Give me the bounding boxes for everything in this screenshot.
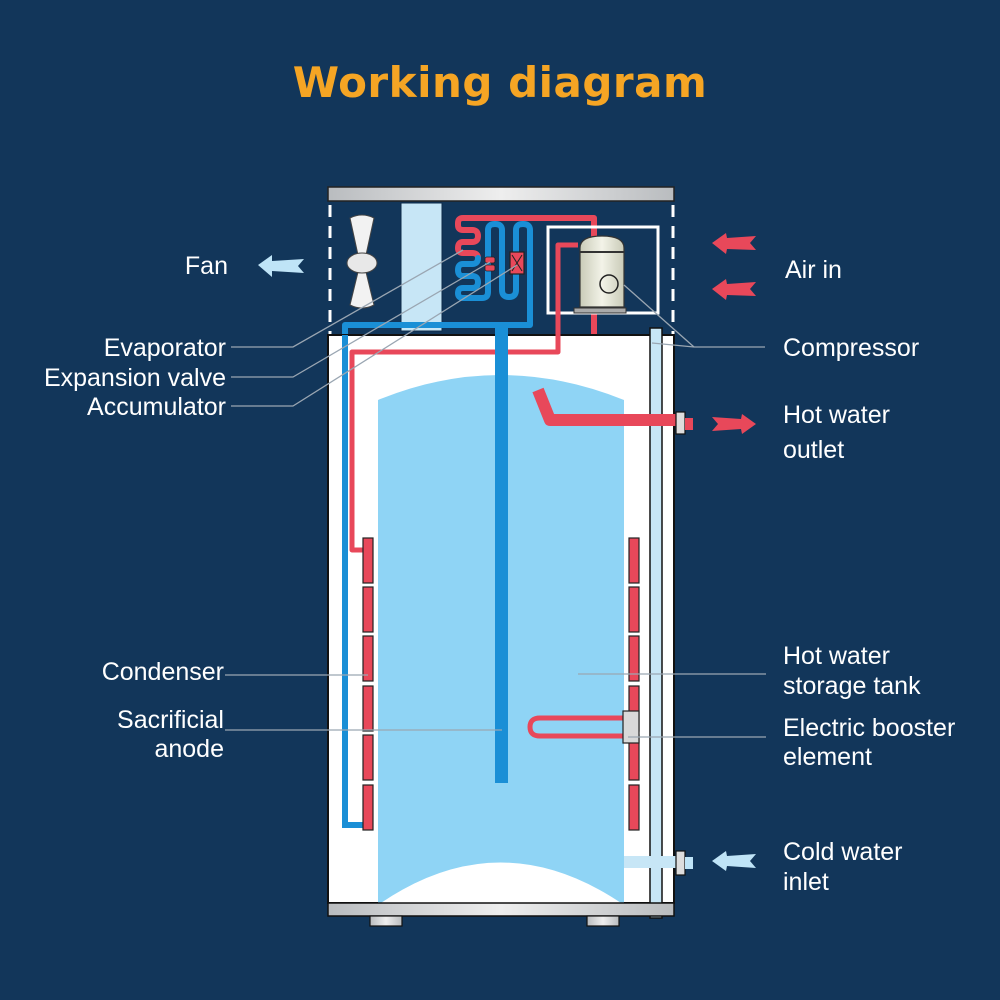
label-booster-line1: Electric booster [783,714,955,742]
label-cold-inlet-line2: inlet [783,868,829,896]
cold-water-inlet-pipe [624,856,676,868]
hot-water-outlet-pipe [532,387,676,426]
label-fan: Fan [185,252,228,280]
label-hot-water-outlet-line2: outlet [783,436,844,464]
label-air-in: Air in [785,256,842,284]
cold-water-in-arrow-icon [712,851,756,871]
air-in-arrow-icon [712,279,756,300]
accumulator-icon [509,251,525,275]
leader-lines [225,249,766,738]
label-booster-line2: element [783,743,872,771]
evaporator-panel [400,202,443,332]
foot-left [369,915,403,927]
fan-exhaust-arrow-icon [258,255,304,277]
label-evaporator: Evaporator [104,334,226,362]
expansion-valve-icon [484,256,496,272]
label-storage-tank-line2: storage tank [783,672,921,700]
condenser-left [362,537,374,831]
label-cold-inlet-line1: Cold water [783,838,903,866]
top-lid [327,186,675,202]
label-storage-tank-line1: Hot water [783,642,890,670]
diagram-title: Working diagram [292,58,708,107]
hot-water-out-arrow-icon [712,414,756,434]
label-compressor: Compressor [783,334,919,362]
fan-icon [346,214,378,309]
evaporator-coils [342,215,597,828]
label-condenser: Condenser [102,658,224,686]
foot-right [586,915,620,927]
inlet-fitting [675,850,686,876]
electric-booster-element [527,715,628,739]
label-accumulator: Accumulator [87,393,226,421]
label-hot-water-outlet-line1: Hot water [783,401,890,429]
sacrificial-anode [495,323,508,783]
air-in-arrow-icon [712,233,756,254]
tank-base [327,902,675,917]
label-sacrificial-anode-line1: Sacrificial [117,706,224,734]
compressor-icon [573,235,627,314]
cold-water-riser [649,327,663,919]
hot-refrigerant-line [349,242,578,553]
label-expansion-valve: Expansion valve [44,364,226,392]
outlet-fitting [675,411,686,435]
label-sacrificial-anode-line2: anode [154,735,224,763]
